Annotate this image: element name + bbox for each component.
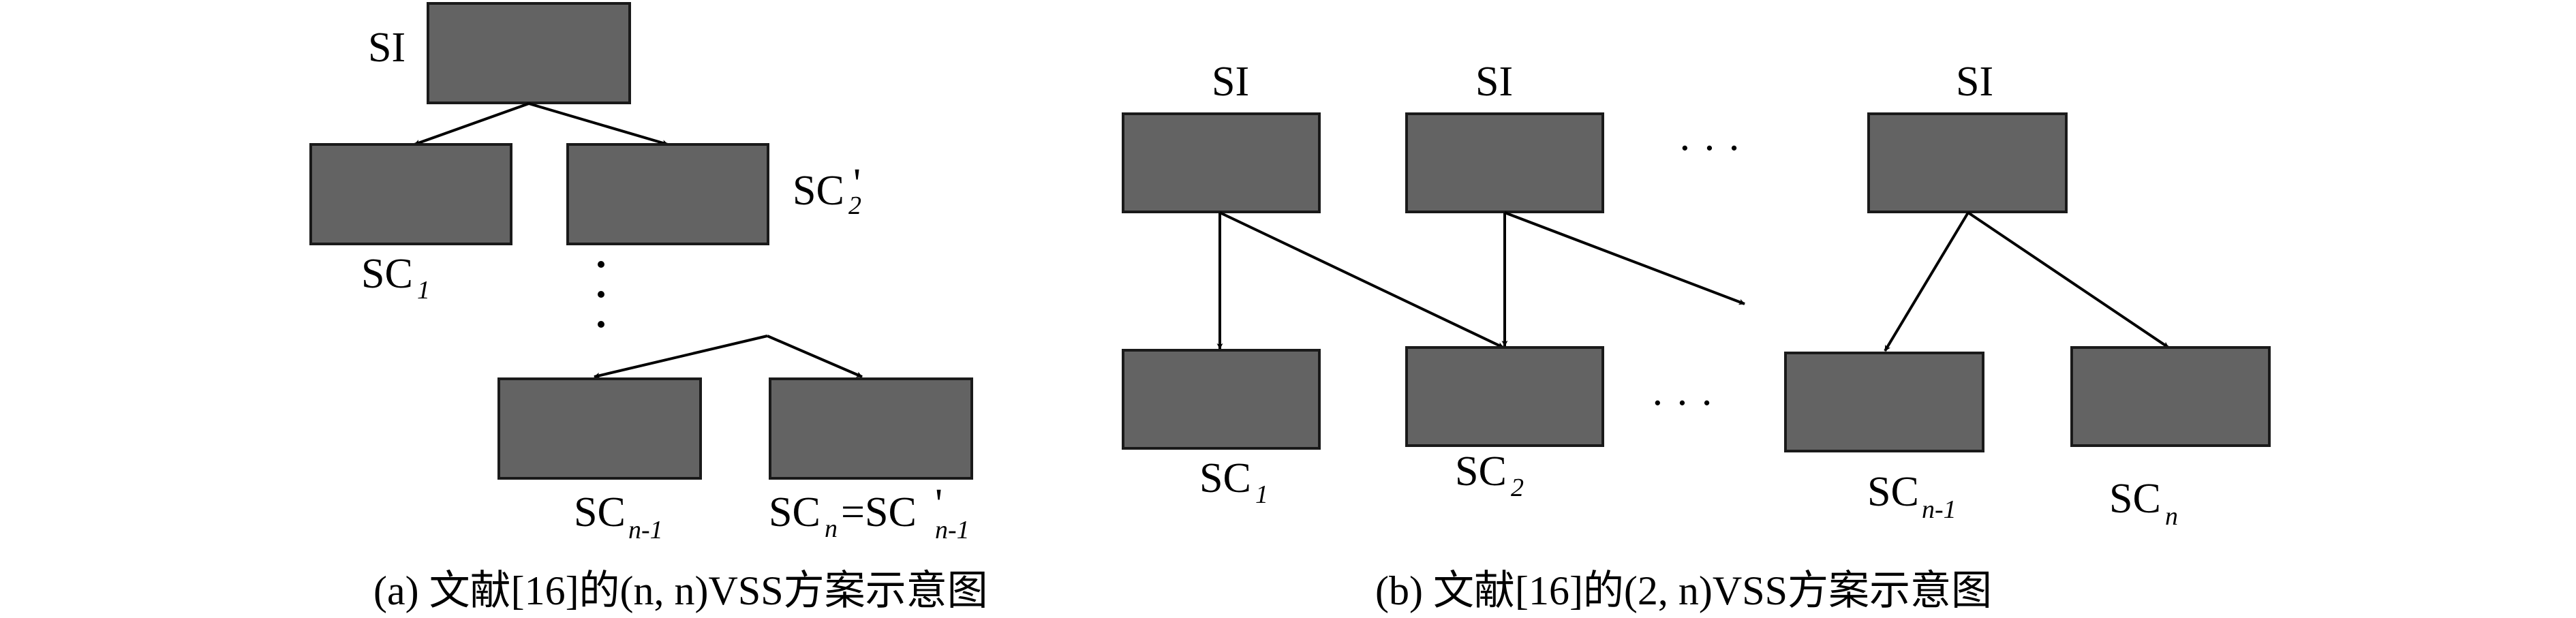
caption-b: (b) 文献[16]的(2, n)VSS方案示意图: [1375, 568, 1992, 613]
svg-text:n-1: n-1: [1922, 495, 1957, 524]
svg-text:SC: SC: [1867, 469, 1919, 515]
b-sc2-label: SC 2: [1455, 448, 1524, 502]
b-sc2-box: [1405, 346, 1604, 447]
svg-text:2: 2: [1511, 474, 1524, 502]
b-bottom-ellipsis: · · ·: [1651, 380, 1714, 427]
b-arrow-si3-scn: [1967, 211, 2170, 349]
svg-text:SC: SC: [1455, 448, 1507, 495]
a-arrow-to-sc2prime: [528, 102, 669, 146]
a-secret-image-box: [427, 2, 631, 104]
svg-text:SC: SC: [793, 168, 844, 214]
svg-text:SC: SC: [2109, 476, 2161, 522]
b-si-box-1: [1122, 112, 1321, 213]
svg-text:1: 1: [417, 276, 430, 305]
svg-text:': ': [935, 481, 942, 527]
svg-text:SC: SC: [769, 489, 821, 536]
b-sc1-label: SC 1: [1199, 455, 1268, 509]
svg-text:n-1: n-1: [628, 516, 663, 544]
a-sc2prime-box: [566, 143, 769, 245]
a-scn1-box: [497, 377, 702, 480]
svg-text:1: 1: [1255, 480, 1268, 509]
b-si-label-2: SI: [1475, 59, 1513, 105]
panel-b: SI SI SI · · · · · · SC 1 SC 2 SC n-1: [1122, 59, 2271, 613]
b-arrow-si2-next: [1504, 211, 1745, 305]
b-si-label-1: SI: [1212, 59, 1249, 105]
svg-text:SC: SC: [1199, 455, 1251, 501]
a-arrow-to-scn: [767, 335, 863, 378]
b-sc1-box: [1122, 349, 1321, 450]
b-scn-label: SC n: [2109, 476, 2178, 531]
svg-text:2: 2: [848, 191, 861, 220]
a-sc2prime-label: SC 2 ': [793, 161, 861, 220]
b-si-label-3: SI: [1956, 59, 1993, 105]
svg-text:SC: SC: [574, 489, 626, 536]
svg-text:n: n: [825, 514, 838, 543]
b-arrow-si3-scn1: [1884, 211, 1969, 352]
svg-text:n: n: [2165, 502, 2178, 531]
a-scn-label: SC n =SC ' n-1: [769, 481, 970, 544]
a-sc1-label: SC 1: [361, 251, 430, 305]
panel-a: SI SC 1 SC 2 ' SC n-1 SC n: [309, 2, 988, 613]
a-arrow-to-sc1: [414, 102, 530, 146]
svg-text:n-1: n-1: [935, 516, 970, 544]
b-top-ellipsis: · · ·: [1678, 125, 1741, 172]
a-vertical-ellipsis: [598, 261, 604, 328]
caption-a: (a) 文献[16]的(n, n)VSS方案示意图: [373, 568, 988, 613]
b-si-box-2: [1405, 112, 1604, 213]
b-scn1-box: [1784, 352, 1984, 452]
svg-text:': ': [853, 161, 861, 207]
a-scn1-label: SC n-1: [574, 489, 663, 544]
svg-text:=SC: =SC: [841, 489, 917, 536]
a-scn-box: [769, 377, 973, 480]
b-scn1-label: SC n-1: [1867, 469, 1957, 524]
a-arrow-to-scn1: [594, 335, 768, 379]
svg-text:SC: SC: [361, 251, 413, 297]
b-scn-box: [2070, 346, 2271, 447]
a-si-label: SI: [368, 25, 405, 71]
a-sc1-box: [309, 143, 512, 245]
b-arrow-si1-sc2: [1219, 211, 1504, 349]
b-si-box-3: [1867, 112, 2068, 213]
